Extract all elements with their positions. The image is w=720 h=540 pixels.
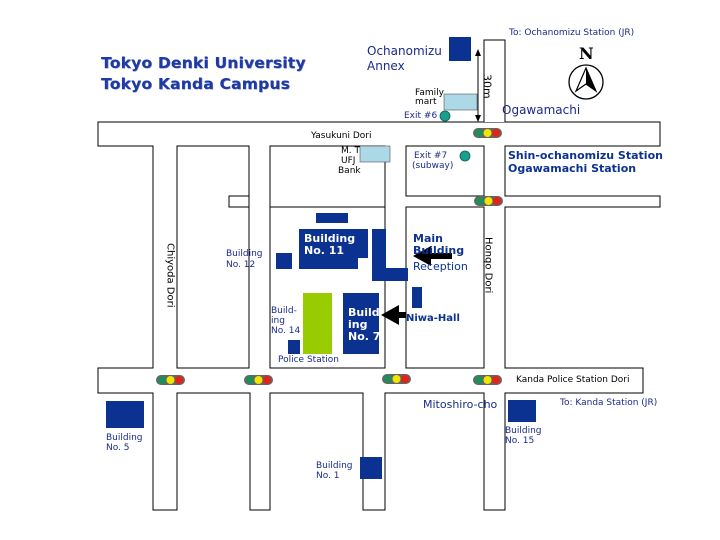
traffic-light-west-icon — [244, 375, 273, 385]
label-building-14-2: ing — [271, 316, 285, 326]
label-distance: 30m — [480, 74, 494, 99]
block-chiyoda-east — [176, 145, 250, 369]
label-to-kanda: To: Kanda Station (JR) — [560, 398, 658, 408]
label-hongo-dori: Hongo Dori — [482, 237, 494, 294]
label-police-station: Police Station — [278, 355, 339, 365]
block-chiyoda-corner — [228, 195, 250, 208]
label-building-12-2: No. 12 — [226, 260, 256, 270]
building-11 — [299, 229, 368, 269]
label-building-1-1: Building — [316, 461, 353, 471]
label-main-building-2: Building — [413, 244, 465, 257]
traffic-light-chiyoda-icon — [156, 375, 185, 385]
label-bank-3: Bank — [338, 166, 361, 176]
compass-icon — [568, 64, 604, 100]
ochanomizu-annex-building — [449, 37, 471, 61]
label-niwa-hall: Niwa-Hall — [406, 313, 460, 324]
label-family-mart-2: mart — [415, 97, 437, 107]
label-reception: Reception — [413, 260, 468, 273]
distance-arrow-head-top — [475, 49, 481, 56]
traffic-light-kanda-icon — [473, 375, 502, 385]
exit-7-marker — [459, 150, 471, 162]
building-15 — [508, 400, 536, 422]
building-14-green-area — [303, 293, 332, 354]
label-ochanomizu-annex-2: Annex — [367, 59, 405, 73]
label-building-12-1: Building — [226, 249, 263, 259]
label-building-1-2: No. 1 — [316, 471, 340, 481]
label-building-7-1: Build — [348, 306, 380, 319]
label-mitoshiro-cho: Mitoshiro-cho — [423, 398, 498, 411]
bank-building — [359, 145, 391, 163]
building-7 — [343, 293, 379, 354]
map-title-campus: Tokyo Kanda Campus — [101, 75, 291, 93]
road-segment-north — [483, 39, 506, 122]
label-building-7-3: No. 7 — [348, 330, 381, 343]
map-title-university: Tokyo Denki University — [101, 54, 306, 72]
label-kanda-police-dori: Kanda Police Station Dori — [516, 375, 630, 385]
traffic-light-hongo-icon — [474, 196, 503, 206]
label-bank-2: UFJ — [341, 156, 356, 166]
label-building-11-1: Building — [304, 232, 356, 245]
niwa-hall-building — [412, 287, 422, 308]
family-mart-building — [443, 93, 478, 111]
label-chiyoda-dori: Chiyoda Dori — [164, 243, 176, 308]
traffic-light-ogawamachi-icon — [473, 128, 502, 138]
label-exit-7-1: Exit #7 — [414, 151, 448, 161]
block-hongo-west — [405, 145, 485, 197]
label-main-building-1: Main — [413, 232, 443, 245]
distance-arrow-head-bottom — [475, 115, 481, 122]
exit-6-marker — [439, 110, 451, 122]
arrow-to-building-7-icon — [381, 305, 406, 325]
label-family-mart-1: Family — [415, 88, 444, 98]
label-exit-7-2: (subway) — [412, 161, 454, 171]
label-yasukuni-dori: Yasukuni Dori — [311, 131, 372, 141]
label-to-ochanomizu: To: Ochanomizu Station (JR) — [509, 28, 635, 38]
building-5 — [106, 401, 144, 428]
building-14 — [288, 340, 300, 354]
building-11-top — [316, 213, 348, 223]
label-station-shin-ochanomizu: Shin-ochanomizu Station — [508, 149, 663, 162]
label-ochanomizu-annex-1: Ochanomizu — [367, 44, 442, 58]
label-building-11-2: No. 11 — [304, 244, 345, 257]
label-ogawamachi: Ogawamachi — [502, 103, 581, 117]
building-1 — [360, 457, 382, 479]
compass-north-label: N — [579, 44, 594, 63]
label-exit-6: Exit #6 — [404, 111, 438, 121]
label-building-15-1: Building — [505, 426, 542, 436]
main-building — [372, 229, 408, 281]
label-bank-1: M. T — [341, 146, 360, 156]
label-building-5-2: No. 5 — [106, 443, 130, 453]
label-building-14-3: No. 14 — [271, 326, 301, 336]
label-building-14-1: Build- — [271, 306, 297, 316]
traffic-light-center-icon — [382, 374, 411, 384]
label-building-15-2: No. 15 — [505, 436, 535, 446]
label-building-7-2: ing — [348, 318, 368, 331]
arrow-to-main-building-icon — [413, 246, 452, 266]
label-building-5-1: Building — [106, 433, 143, 443]
label-station-ogawamachi: Ogawamachi Station — [508, 162, 637, 175]
building-12 — [276, 253, 292, 269]
